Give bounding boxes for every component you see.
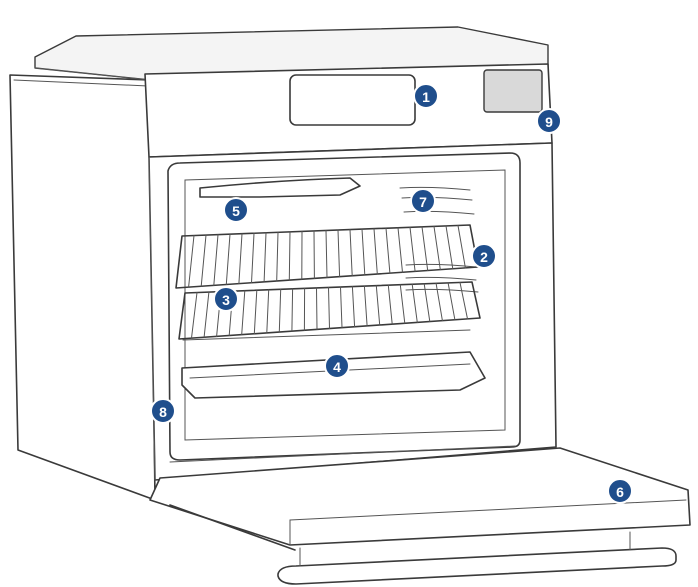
- callout-number: 9: [545, 114, 553, 130]
- shelf-wire: [423, 283, 431, 322]
- shelf-wire: [200, 234, 207, 287]
- callout-2: 2: [471, 243, 497, 269]
- display-window: [289, 74, 416, 126]
- rail-1: [399, 186, 471, 191]
- shelf-wire: [375, 285, 381, 326]
- shelf-wire: [225, 233, 231, 285]
- door-seal: [169, 445, 516, 463]
- callout-number: 4: [333, 359, 341, 375]
- callout-5: 5: [223, 197, 249, 223]
- wire-shelf-lower: [178, 281, 481, 340]
- shelf-wire: [361, 228, 366, 276]
- callout-6: 6: [607, 478, 633, 504]
- shelf-wire: [421, 226, 429, 271]
- top-element: [199, 177, 361, 198]
- door-hinge-left: [169, 504, 296, 551]
- shelf-wire: [263, 232, 267, 283]
- shelf-wire: [340, 286, 343, 329]
- shelf-wire: [266, 289, 270, 334]
- callout-1: 1: [413, 83, 439, 109]
- callout-circle: [150, 398, 176, 424]
- side-top-edge: [34, 67, 151, 81]
- wire-shelf-upper: [175, 224, 479, 289]
- callout-circle: [471, 243, 497, 269]
- callout-circle: [536, 108, 562, 134]
- shelf-wire: [351, 286, 356, 328]
- shelf-wire: [276, 231, 279, 282]
- shelf-wire: [188, 235, 195, 288]
- callout-number: 1: [422, 89, 430, 105]
- shelf-wire: [433, 225, 441, 271]
- callout-number: 8: [159, 404, 167, 420]
- rail-4: [405, 263, 477, 268]
- shelf-wire: [363, 285, 368, 327]
- shelf-wire: [445, 225, 454, 270]
- shelf-wire: [238, 233, 243, 285]
- callout-circle: [607, 478, 633, 504]
- left-side-panel: [9, 74, 156, 501]
- shelf-wire: [251, 232, 255, 284]
- shelf-wire: [385, 227, 391, 274]
- shelf-wire: [459, 282, 468, 320]
- shelf-wire: [337, 229, 341, 278]
- shelf-wire: [213, 234, 219, 286]
- callout-4: 4: [324, 353, 350, 379]
- callout-layer: 1 2 3 4 5 6 7 8 9: [150, 83, 633, 504]
- shelf-wire: [316, 287, 318, 330]
- callout-circle: [223, 197, 249, 223]
- shelf-wire: [409, 226, 416, 272]
- shelf-wire: [435, 282, 443, 322]
- shelf-wire: [457, 225, 466, 269]
- rail-5: [405, 276, 477, 281]
- tray-rail: [182, 329, 471, 341]
- shelf-wire: [397, 227, 403, 273]
- callout-number: 5: [232, 203, 240, 219]
- callout-number: 7: [419, 194, 427, 210]
- callout-number: 2: [480, 249, 488, 265]
- shelf-wire: [411, 283, 418, 323]
- rail-3: [403, 210, 475, 215]
- side-rail: [13, 79, 149, 87]
- callout-circle: [213, 286, 239, 312]
- shelf-wire: [447, 282, 456, 321]
- shelf-wire: [203, 291, 210, 338]
- callout-circle: [410, 188, 436, 214]
- shelf-wire: [373, 228, 378, 275]
- shelf-wire: [278, 288, 282, 333]
- rail-6: [405, 288, 479, 293]
- shelf-wire: [328, 287, 330, 329]
- callout-circle: [413, 83, 439, 109]
- callout-8: 8: [150, 398, 176, 424]
- shelf-wire: [387, 284, 393, 325]
- shelf-wire: [399, 284, 406, 324]
- callout-number: 3: [222, 292, 230, 308]
- shelf-wire: [325, 230, 328, 278]
- shelf-wire: [349, 229, 353, 277]
- shelf-wire: [291, 288, 294, 332]
- callout-number: 6: [616, 484, 624, 500]
- callout-3: 3: [213, 286, 239, 312]
- frame-left-edge: [148, 156, 156, 481]
- shelf-wire: [253, 289, 258, 335]
- shelf-wire: [191, 292, 198, 339]
- shelf-wire: [288, 231, 291, 281]
- oven-door: [149, 447, 691, 546]
- callout-circle: [324, 353, 350, 379]
- callout-9: 9: [536, 108, 562, 134]
- door-handle: [277, 547, 677, 585]
- control-block: [483, 69, 543, 113]
- callout-7: 7: [410, 188, 436, 214]
- shelf-wire: [241, 290, 246, 336]
- cavity-back-wall: [184, 169, 506, 441]
